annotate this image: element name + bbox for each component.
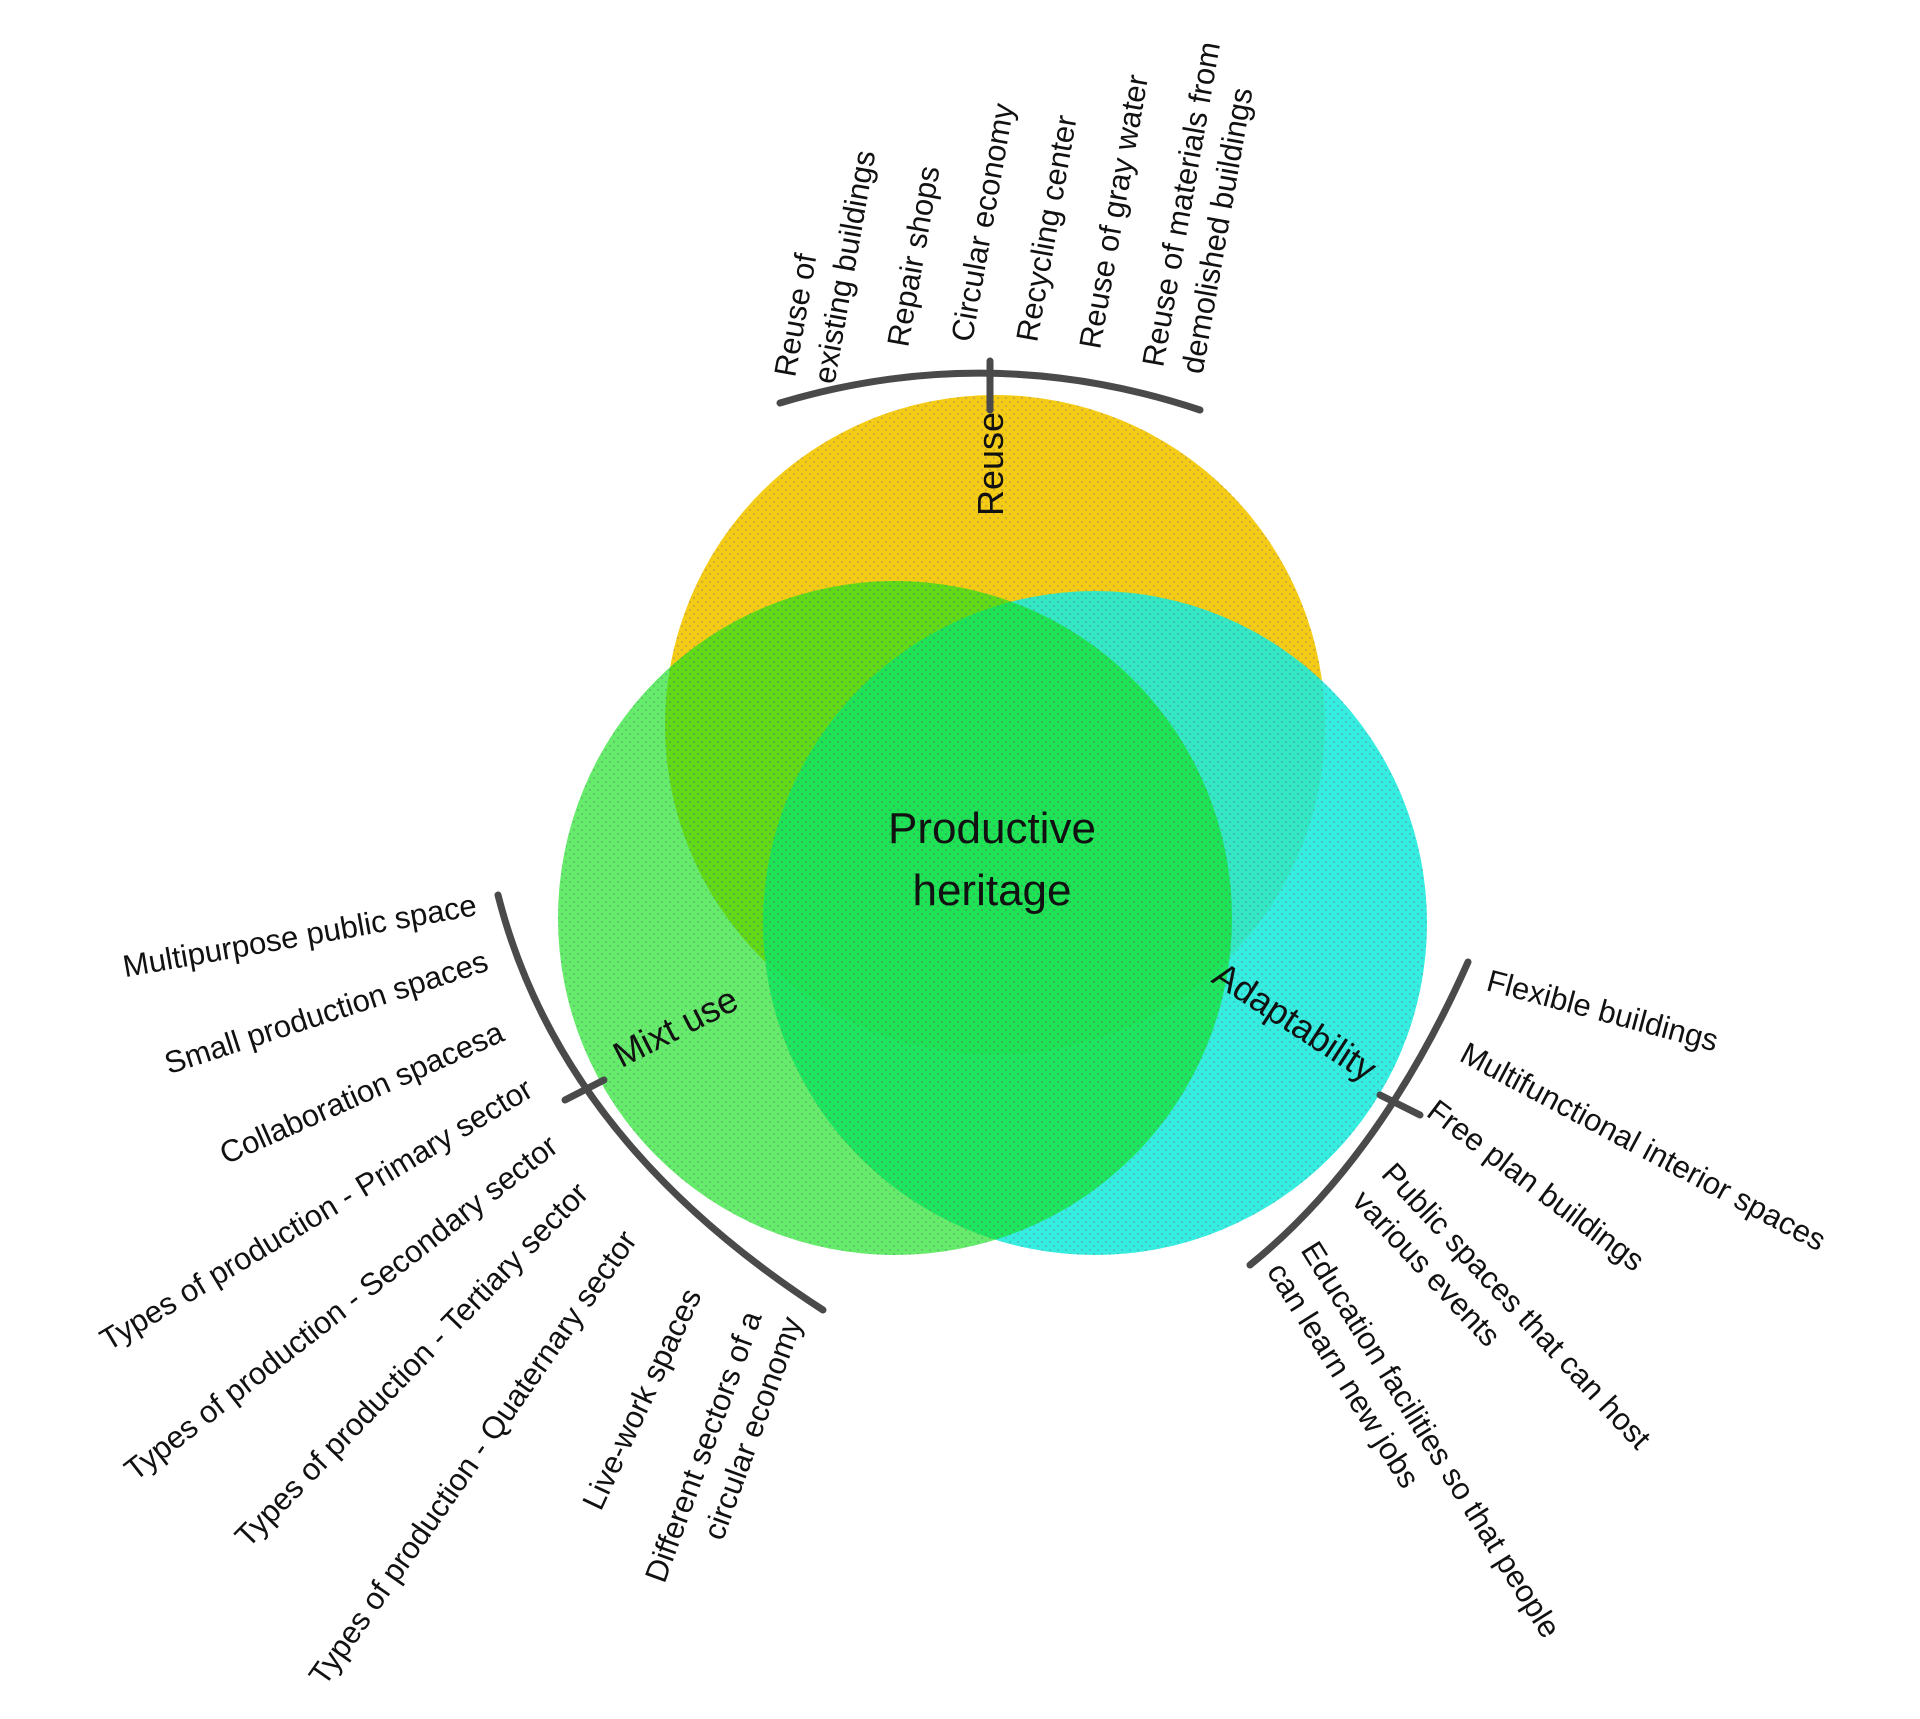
adaptability-bracket-arc [1246,958,1472,1269]
bracket-arcs [494,357,1472,1314]
reuse-item: Reuse of materials from demolished build… [1135,31,1267,377]
reuse-item: Repair shops [880,163,946,349]
center-label-line2: heritage [912,866,1071,915]
center-label-line1: Productive [888,804,1096,853]
reuse-item: Reuse of existing buildings [767,141,882,387]
reuse-item: Circular economy [944,100,1020,344]
adaptability-bracket-tick [1376,1091,1424,1119]
adaptability-item: Flexible buildings [1483,963,1722,1058]
reuse-item: Reuse of gray water [1072,72,1155,351]
mixt-use-bracket-tick [561,1076,608,1104]
mixt-use-bracket-arc [494,891,827,1314]
reuse-item: Recycling center [1009,112,1083,344]
reuse-group-label: Reuse [970,412,1011,516]
mixt-use-circle [558,581,1232,1255]
